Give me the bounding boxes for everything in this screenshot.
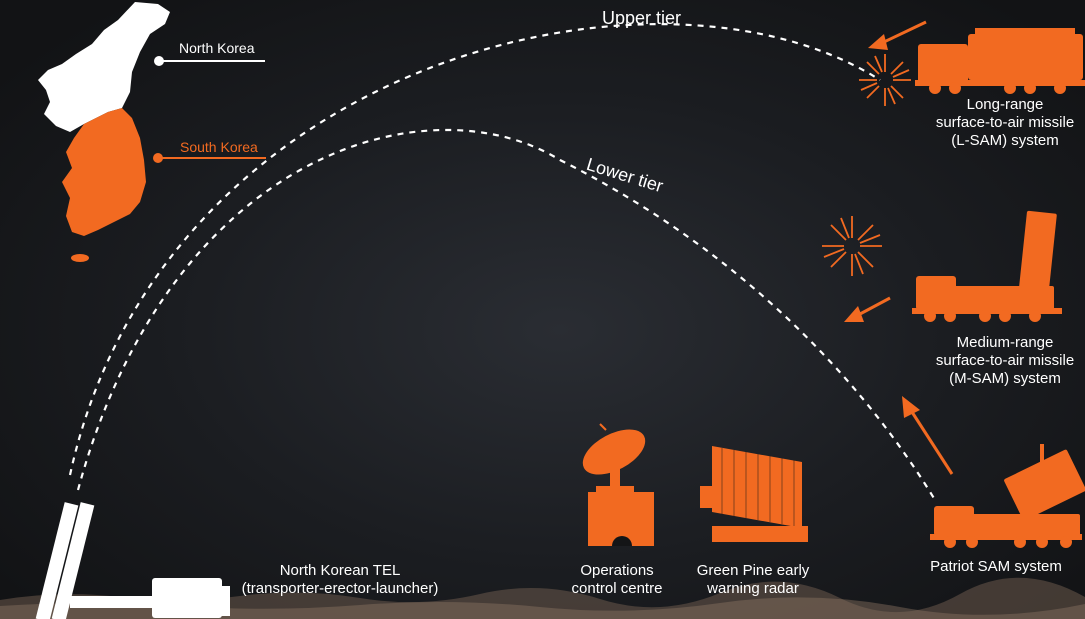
satellite-dish-icon	[582, 423, 654, 546]
tel-label: North Korean TEL (transporter-erector-la…	[241, 562, 439, 597]
north-korea-shape	[38, 2, 170, 132]
korea-map-icon	[38, 2, 266, 262]
green-pine-radar-icon	[700, 446, 808, 542]
terrain	[0, 577, 1085, 619]
south-korea-label: South Korea	[180, 139, 258, 155]
tel-launcher-icon	[35, 502, 230, 619]
south-korea-shape	[62, 108, 146, 236]
upper-tier-trajectory	[68, 23, 881, 476]
patriot-launcher-icon	[930, 444, 1085, 548]
ops-label: Operations control centre	[571, 562, 663, 597]
arrow-icon	[868, 20, 927, 50]
msam-label: Medium-range surface-to-air missile (M-S…	[935, 334, 1075, 387]
jeju-island-shape	[71, 254, 89, 262]
radar-label: Green Pine early warning radar	[696, 562, 810, 597]
north-korea-label: North Korea	[179, 40, 255, 56]
arrow-icon	[902, 396, 954, 475]
patriot-label: Patriot SAM system	[930, 558, 1062, 575]
lower-tier-trajectory	[76, 128, 936, 501]
msam-launcher-icon	[912, 210, 1062, 322]
lsam-label: Long-range surface-to-air missile (L-SAM…	[935, 96, 1075, 149]
lsam-truck-icon	[915, 28, 1085, 94]
interception-burst-icon	[822, 216, 882, 276]
arrow-icon	[844, 296, 891, 322]
upper-tier-label: Upper tier	[602, 8, 682, 28]
interception-burst-icon	[859, 54, 911, 106]
